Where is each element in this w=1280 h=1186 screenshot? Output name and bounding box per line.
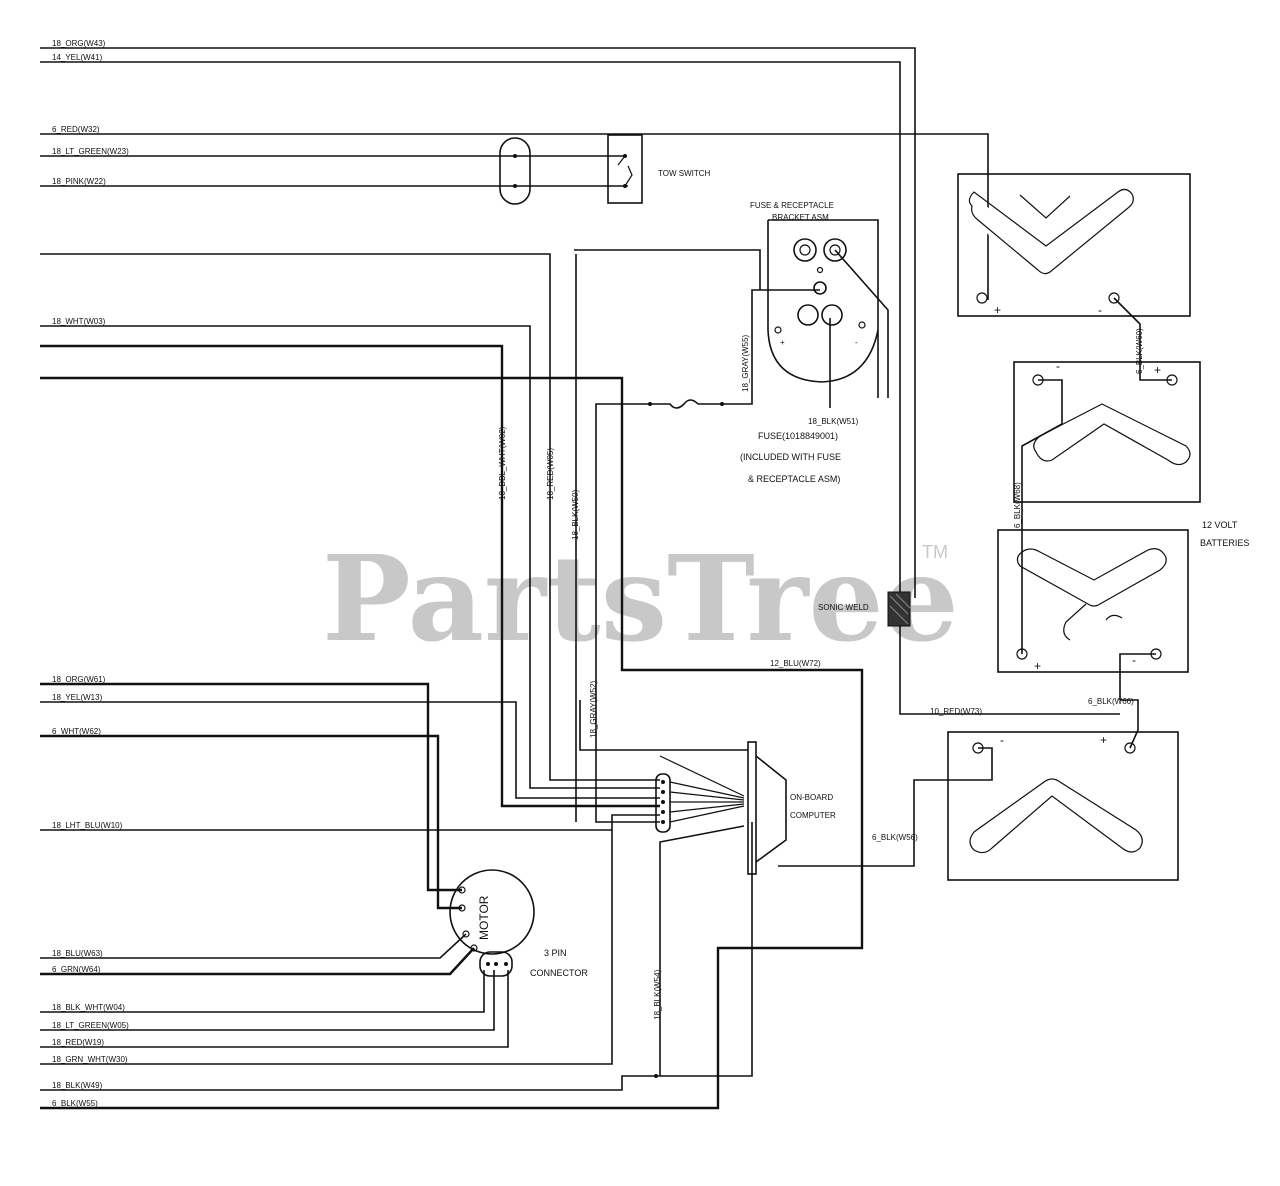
wire-label-w64: 6_GRN(W64) (52, 965, 101, 974)
svg-text:-: - (1000, 733, 1004, 747)
blk-w50-label: 18_BLK(W50) (571, 489, 580, 540)
fuse-asm-label-2: BRACKET ASM (772, 213, 829, 222)
blk-w54-wire: 18_BLK(W54) (653, 969, 662, 1078)
tow-switch-label: TOW SWITCH (658, 169, 711, 178)
blk-w68-label: 6_BLK(W68) (1013, 482, 1022, 528)
harness-connector (655, 755, 745, 833)
wire-label-w32: 6_RED(W32) (52, 125, 100, 134)
svg-text:-: - (855, 338, 858, 347)
svg-text:+: + (1100, 733, 1107, 747)
pin-label-1: 3 PIN (544, 948, 567, 958)
blu-w72-label: 12_BLU(W72) (770, 659, 821, 668)
wire-label-w55b: 6_BLK(W55) (52, 1099, 98, 1108)
fuse-wire: 18_GRAY(W55) 18_BLK(W51) FUSE(1018849001… (595, 289, 859, 823)
blk-w60-label: 6_BLK(W60) (1135, 328, 1144, 374)
on-board-computer: ON-BOARD COMPUTER (747, 741, 836, 875)
motor: MOTOR 3 PIN CONNECTOR (449, 869, 588, 978)
batteries-label-2: BATTERIES (1200, 538, 1249, 548)
battery-4: + - (778, 699, 1179, 881)
svg-text:-: - (1132, 653, 1136, 667)
fuse-label-3: & RECEPTACLE ASM) (748, 474, 840, 484)
computer-label-1: ON-BOARD (790, 793, 833, 802)
vertical-wires: 18_DBL_WHT(W02) 18_RED(W05) 18_BLK(W50) … (498, 249, 761, 822)
wire-label-w23: 18_LT_GREEN(W23) (52, 147, 129, 156)
wire-label-w63: 18_BLU(W63) (52, 949, 103, 958)
battery-1: + - (957, 173, 1191, 317)
blk-w54-label: 18_BLK(W54) (653, 969, 662, 1020)
wire-label-w49: 18_BLK(W49) (52, 1081, 103, 1090)
red-w05-label: 18_RED(W05) (546, 448, 555, 500)
tow-connector (499, 137, 531, 205)
tow-switch[interactable] (607, 134, 643, 204)
motor-3pin-connector (479, 951, 513, 977)
pin-label-2: CONNECTOR (530, 968, 588, 978)
gray-w55-label: 18_GRAY(W55) (741, 334, 750, 392)
wire-label-w43: 18_ORG(W43) (52, 39, 106, 48)
svg-text:+: + (780, 338, 785, 347)
watermark: PartsTree (322, 529, 959, 668)
tow-switch-group: TOW SWITCH (499, 134, 711, 205)
blu-w72-wire: 12_BLU(W72) (770, 659, 821, 668)
wire-label-w30: 18_GRN_WHT(W30) (52, 1055, 128, 1064)
blk-w66-label: 6_BLK(W66) (1088, 697, 1134, 706)
wire-label-w13: 18_YEL(W13) (52, 693, 103, 702)
computer-label-2: COMPUTER (790, 811, 836, 820)
wire-label-w03: 18_WHT(W03) (52, 317, 106, 326)
dbl-wht-label: 18_DBL_WHT(W02) (498, 426, 507, 500)
wire-label-w19: 18_RED(W19) (52, 1038, 104, 1047)
wire-label-w10: 18_LHT_BLU(W10) (52, 821, 123, 830)
wire-label-w41: 14_YEL(W41) (52, 53, 103, 62)
battery-interconnects: 6_BLK(W60) 6_BLK(W68) 10_RED(W73) 6_BLK(… (872, 297, 1249, 842)
sonic-weld: SONIC WELD (818, 591, 911, 627)
svg-text:+: + (1154, 363, 1161, 377)
svg-text:-: - (1056, 359, 1060, 373)
wire-label-w61: 18_ORG(W61) (52, 675, 106, 684)
watermark-tm: TM (922, 542, 948, 562)
batteries-label-1: 12 VOLT (1202, 520, 1238, 530)
svg-text:+: + (994, 303, 1001, 317)
wire-label-w62: 6_WHT(W62) (52, 727, 101, 736)
left-labels: 18_ORG(W43) 14_YEL(W41) 6_RED(W32) 18_LT… (52, 39, 129, 1108)
battery-2: - + (1013, 359, 1201, 654)
wire-label-w05: 18_LT_GREEN(W05) (52, 1021, 129, 1030)
fuse-asm-label-1: FUSE & RECEPTACLE (750, 201, 834, 210)
fuse-label-2: (INCLUDED WITH FUSE (740, 452, 841, 462)
blk-w51-label: 18_BLK(W51) (808, 417, 859, 426)
sonic-weld-label: SONIC WELD (818, 603, 869, 612)
fuse-receptacle-bracket: + - FUSE & RECEPTACLE BRACKET ASM (750, 201, 889, 408)
lower-wires (40, 682, 753, 1091)
gray-w52-label: 18_GRAY(W52) (589, 680, 598, 738)
battery-3: + - (997, 529, 1189, 700)
red-w73-label: 10_RED(W73) (930, 707, 982, 716)
svg-text:+: + (1034, 659, 1041, 673)
motor-label: MOTOR (477, 895, 491, 940)
wire-label-w22: 18_PINK(W22) (52, 177, 106, 186)
top-wires (40, 47, 1120, 1110)
blk-w56-label: 6_BLK(W56) (872, 833, 918, 842)
fuse-label-1: FUSE(1018849001) (758, 431, 838, 441)
svg-text:-: - (1098, 303, 1102, 317)
wire-label-w04: 18_BLK_WHT(W04) (52, 1003, 125, 1012)
